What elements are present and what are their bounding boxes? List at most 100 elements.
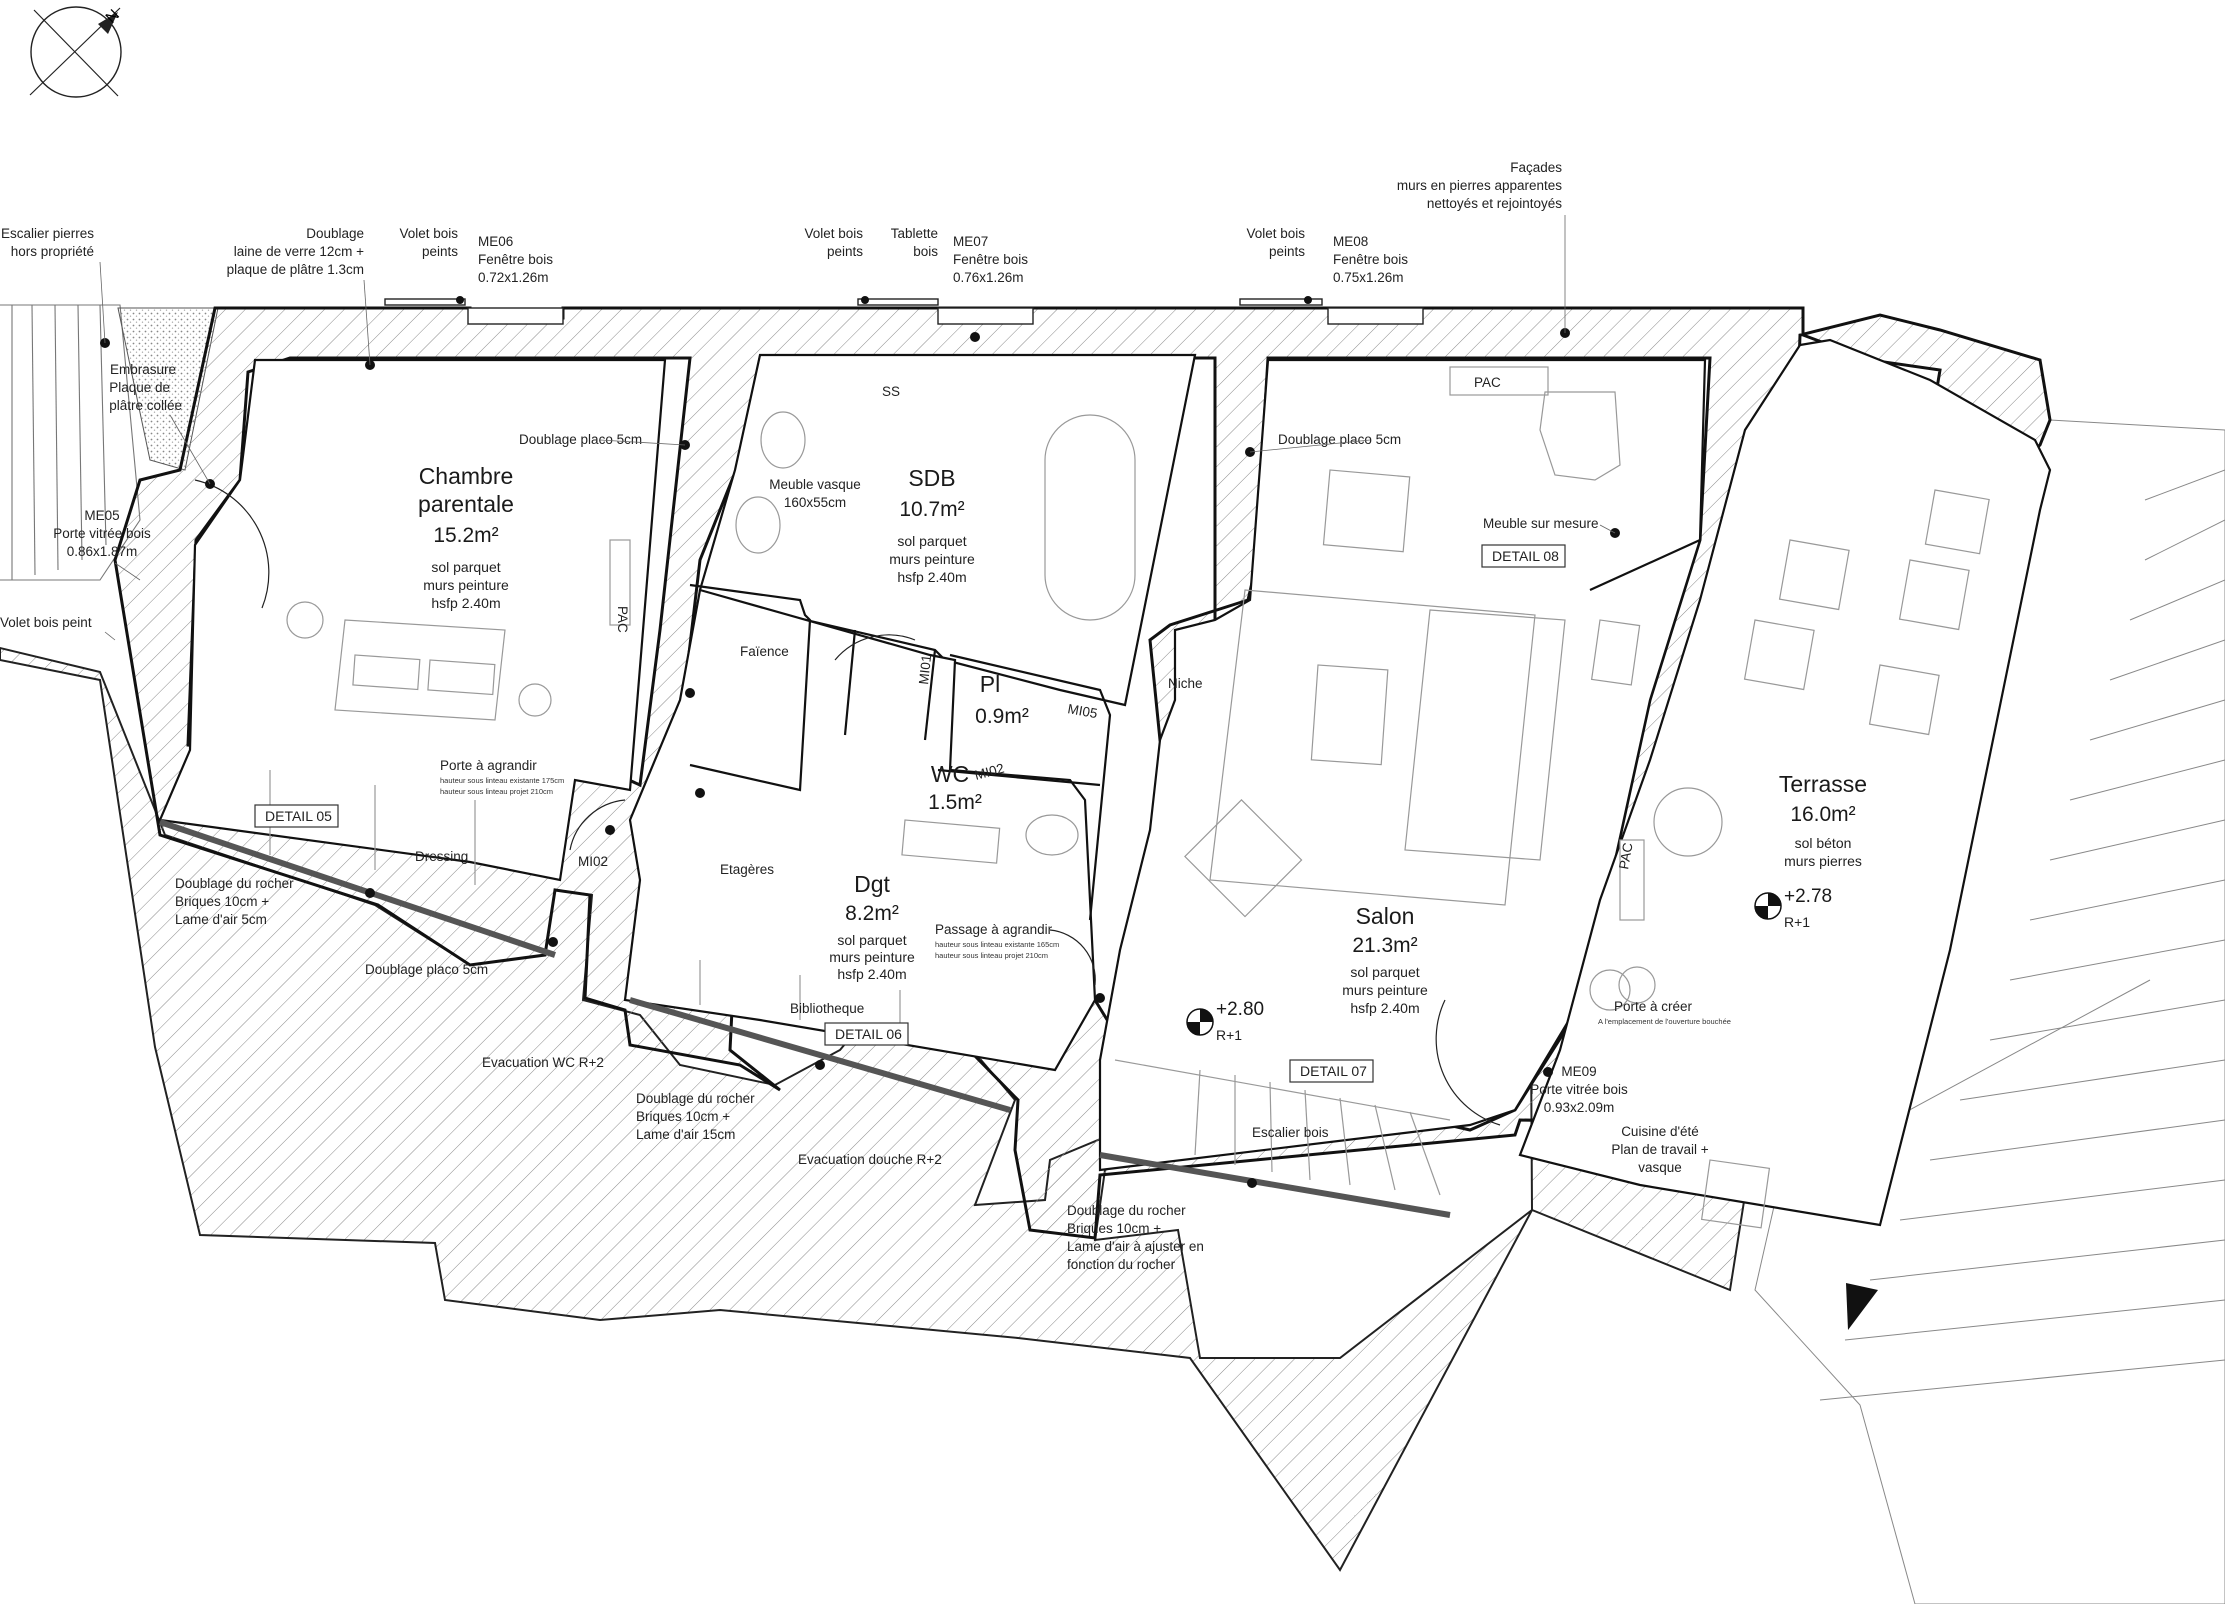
svg-text:hauteur sous linteau projet 21: hauteur sous linteau projet 210cm xyxy=(440,787,553,796)
svg-text:Fenêtre bois: Fenêtre bois xyxy=(1333,252,1408,267)
svg-text:hsfp 2.40m: hsfp 2.40m xyxy=(1350,1000,1419,1016)
svg-text:Volet bois: Volet bois xyxy=(399,226,458,241)
svg-text:0.76x1.26m: 0.76x1.26m xyxy=(953,270,1024,285)
svg-text:16.0m²: 16.0m² xyxy=(1790,803,1855,826)
note-mi02-chambre: MI02 xyxy=(578,854,608,869)
tree-2 xyxy=(1589,969,1631,1011)
note-dressing: Dressing xyxy=(415,849,468,864)
svg-text:laine de verre 12cm +: laine de verre 12cm + xyxy=(234,244,364,259)
svg-text:Embrasure: Embrasure xyxy=(110,362,176,377)
bed xyxy=(334,619,506,721)
room-label-sdb: SDB 10.7m² sol parquet murs peinture hsf… xyxy=(889,465,975,585)
room-label-chambre: Chambre parentale 15.2m² sol parquet mur… xyxy=(418,463,514,611)
rock-linings xyxy=(159,819,1451,1218)
svg-text:ME08: ME08 xyxy=(1333,234,1368,249)
svg-text:plâtre collée: plâtre collée xyxy=(109,398,182,413)
svg-text:sol parquet: sol parquet xyxy=(837,932,906,948)
svg-text:Dgt: Dgt xyxy=(854,871,890,897)
room-label-pl: Pl 0.9m² xyxy=(975,671,1029,728)
svg-text:Briques 10cm +: Briques 10cm + xyxy=(636,1109,730,1124)
note-volet-2: Volet bois peints xyxy=(804,226,863,259)
room-label-wc: WC 1.5m² xyxy=(928,761,982,814)
svg-text:R+1: R+1 xyxy=(1784,914,1810,930)
note-tablette: Tablette bois xyxy=(891,226,939,259)
rug xyxy=(1209,589,1536,906)
note-doublage-rocher-3: Doublage du rocher Briques 10cm + Lame d… xyxy=(1067,1203,1204,1272)
svg-text:Chambre: Chambre xyxy=(419,463,514,489)
note-mi01: MI01 xyxy=(916,654,934,685)
level-label-terrasse: +2.78 R+1 xyxy=(1784,886,1832,930)
svg-text:ME05: ME05 xyxy=(84,508,119,523)
detail-08: DETAIL 08 xyxy=(1481,544,1566,568)
sofa xyxy=(1404,609,1566,861)
armchair-1 xyxy=(1322,469,1411,553)
svg-text:15.2m²: 15.2m² xyxy=(433,524,498,547)
note-bibliotheque: Bibliotheque xyxy=(790,1001,864,1016)
leader-dots xyxy=(100,296,1620,1188)
note-ss: SS xyxy=(882,384,900,399)
note-faience: Faïence xyxy=(740,644,789,659)
svg-text:Porte vitrée bois: Porte vitrée bois xyxy=(1530,1082,1628,1097)
note-facades: Façades murs en pierres apparentes netto… xyxy=(1397,160,1562,211)
svg-text:nettoyés et rejointoyés: nettoyés et rejointoyés xyxy=(1427,196,1562,211)
room-chambre xyxy=(158,358,667,882)
svg-text:ME09: ME09 xyxy=(1561,1064,1596,1079)
svg-text:peints: peints xyxy=(422,244,458,259)
note-doublage-top: Doublage laine de verre 12cm + plaque de… xyxy=(227,226,364,277)
pac-unit-terrasse xyxy=(1619,839,1645,921)
svg-text:Façades: Façades xyxy=(1510,160,1562,175)
note-doublage-placo-2: Doublage placo 5cm xyxy=(1278,432,1401,447)
windows xyxy=(384,298,1424,325)
note-pac-chambre: PAC xyxy=(615,606,630,633)
svg-text:R+1: R+1 xyxy=(1216,1027,1242,1043)
svg-text:0.93x2.09m: 0.93x2.09m xyxy=(1544,1100,1615,1115)
svg-text:Doublage du rocher: Doublage du rocher xyxy=(175,876,294,891)
note-me06: ME06 Fenêtre bois 0.72x1.26m xyxy=(478,234,553,285)
bedside-lamp-2 xyxy=(518,683,552,717)
svg-text:10.7m²: 10.7m² xyxy=(899,498,964,521)
note-porte-agrandir: Porte à agrandir hauteur sous linteau ex… xyxy=(440,758,564,796)
svg-text:Porte à agrandir: Porte à agrandir xyxy=(440,758,537,773)
svg-text:peints: peints xyxy=(827,244,863,259)
svg-text:Lame d'air 5cm: Lame d'air 5cm xyxy=(175,912,267,927)
svg-text:murs pierres: murs pierres xyxy=(1784,853,1862,869)
svg-text:Plaque de: Plaque de xyxy=(109,380,170,395)
svg-text:Salon: Salon xyxy=(1356,903,1415,929)
note-doublage-rocher-2: Doublage du rocher Briques 10cm + Lame d… xyxy=(636,1091,755,1142)
svg-text:Doublage: Doublage xyxy=(306,226,364,241)
note-pac-terrasse: PAC xyxy=(1616,841,1635,870)
pac-unit-chambre xyxy=(609,539,631,626)
pac-unit-salon xyxy=(1449,366,1549,396)
svg-text:Cuisine d'été: Cuisine d'été xyxy=(1621,1124,1699,1139)
leader-lines xyxy=(99,215,1616,641)
coffee-table xyxy=(1310,664,1389,766)
svg-text:Doublage du rocher: Doublage du rocher xyxy=(1067,1203,1186,1218)
detail-06: DETAIL 06 xyxy=(824,1022,909,1046)
note-etageres: Etagères xyxy=(720,862,774,877)
svg-text:Terrasse: Terrasse xyxy=(1779,771,1867,797)
svg-text:peints: peints xyxy=(1269,244,1305,259)
note-embrasure: Embrasure Plaque de plâtre collée xyxy=(109,362,182,413)
svg-text:murs peinture: murs peinture xyxy=(423,577,509,593)
note-volet-3: Volet bois peints xyxy=(1246,226,1305,259)
svg-text:0.75x1.26m: 0.75x1.26m xyxy=(1333,270,1404,285)
svg-text:ME06: ME06 xyxy=(478,234,513,249)
note-meuble-vasque: Meuble vasque 160x55cm xyxy=(769,477,861,510)
svg-text:sol parquet: sol parquet xyxy=(431,559,500,575)
svg-text:Fenêtre bois: Fenêtre bois xyxy=(478,252,553,267)
svg-text:hsfp 2.40m: hsfp 2.40m xyxy=(837,966,906,982)
note-escalier-bois: Escalier bois xyxy=(1252,1125,1329,1140)
room-dgt xyxy=(623,588,1097,1072)
note-evacuation-wc: Evacuation WC R+2 xyxy=(482,1055,604,1070)
svg-text:Passage à agrandir: Passage à agrandir xyxy=(935,922,1053,937)
svg-text:plaque de plâtre 1.3cm: plaque de plâtre 1.3cm xyxy=(227,262,364,277)
stair-direction-arrow xyxy=(1846,1283,1878,1330)
note-meuble-mesure: Meuble sur mesure xyxy=(1483,516,1599,531)
round-armchair xyxy=(1539,391,1621,481)
svg-text:SDB: SDB xyxy=(908,465,955,491)
svg-text:0.72x1.26m: 0.72x1.26m xyxy=(478,270,549,285)
level-marker-salon xyxy=(1186,1008,1214,1036)
bedside-lamp xyxy=(286,601,324,639)
svg-text:Lame d'air à ajuster en: Lame d'air à ajuster en xyxy=(1067,1239,1204,1254)
